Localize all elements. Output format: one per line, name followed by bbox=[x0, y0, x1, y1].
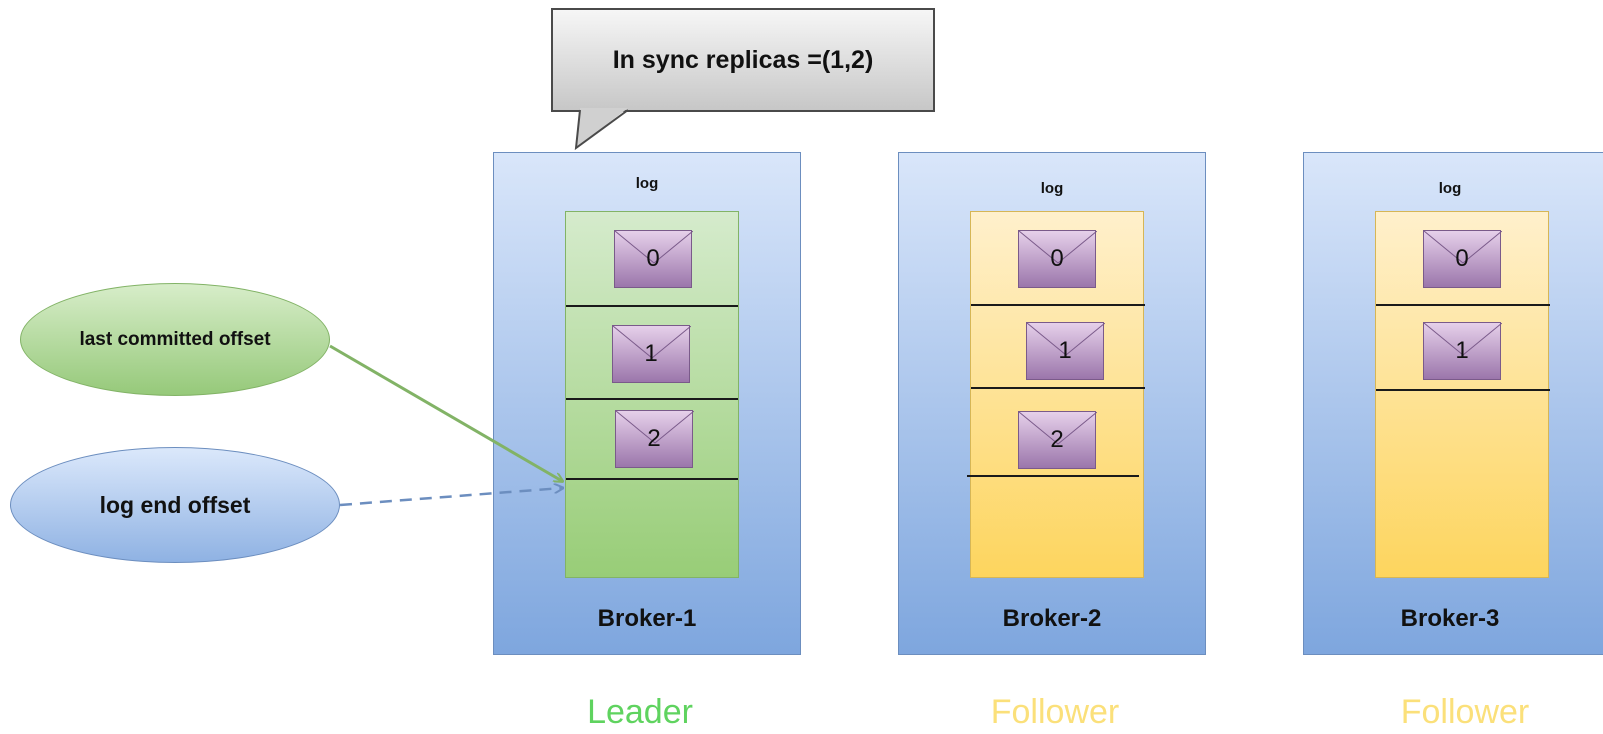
follower-log: 0 1 bbox=[1375, 211, 1550, 578]
log-separator bbox=[1376, 304, 1550, 306]
leader-log: 0 1 2 bbox=[565, 211, 739, 578]
message-offset: 0 bbox=[1050, 245, 1064, 272]
message-offset: 1 bbox=[1455, 337, 1469, 364]
log-separator bbox=[967, 475, 1139, 477]
message-offset: 0 bbox=[646, 245, 660, 272]
broker-name: Broker-3 bbox=[1400, 605, 1500, 632]
log-separator bbox=[971, 304, 1145, 306]
envelope-icon: 1 bbox=[1423, 322, 1502, 380]
broker-2-box: log 0 1 2 Broker-2 bbox=[898, 152, 1206, 655]
log-label: log bbox=[1438, 180, 1462, 197]
message-offset: 2 bbox=[1050, 426, 1064, 453]
envelope-icon: 2 bbox=[615, 410, 694, 468]
last-committed-arrow bbox=[329, 344, 562, 481]
log-end-arrow bbox=[339, 488, 562, 507]
log-end-offset-ellipse: log end offset bbox=[10, 447, 340, 563]
broker-name: Broker-2 bbox=[1002, 605, 1102, 632]
message-offset: 1 bbox=[1058, 337, 1072, 364]
log-separator bbox=[566, 478, 738, 480]
broker-3-box: log 0 1 Broker-3 bbox=[1303, 152, 1603, 655]
log-end-offset-label: log end offset bbox=[99, 491, 251, 518]
follower-log: 0 1 2 bbox=[967, 211, 1145, 578]
message-offset: 0 bbox=[1455, 245, 1469, 272]
role-label-follower: Follower bbox=[990, 693, 1120, 731]
broker-name: Broker-1 bbox=[597, 605, 697, 632]
log-separator bbox=[971, 387, 1145, 389]
last-committed-offset-label: last committed offset bbox=[79, 328, 271, 350]
envelope-icon: 1 bbox=[612, 325, 691, 383]
log-label: log bbox=[1040, 180, 1064, 197]
role-label-leader: Leader bbox=[587, 693, 693, 731]
envelope-icon: 0 bbox=[1423, 230, 1502, 288]
isr-callout: In sync replicas =(1,2) bbox=[551, 8, 935, 112]
broker-1-box: log 0 1 2 Broker-1 bbox=[493, 152, 801, 655]
log-separator bbox=[566, 398, 738, 400]
last-committed-offset-ellipse: last committed offset bbox=[20, 283, 330, 396]
log-separator bbox=[566, 305, 738, 307]
envelope-icon: 0 bbox=[614, 230, 693, 288]
message-offset: 1 bbox=[644, 340, 658, 367]
envelope-icon: 2 bbox=[1018, 411, 1097, 469]
log-separator bbox=[1376, 389, 1550, 391]
envelope-icon: 0 bbox=[1018, 230, 1097, 288]
isr-callout-text: In sync replicas =(1,2) bbox=[612, 45, 874, 74]
callout-tail bbox=[574, 108, 629, 151]
log-label: log bbox=[635, 175, 659, 192]
message-offset: 2 bbox=[647, 425, 661, 452]
envelope-icon: 1 bbox=[1026, 322, 1105, 380]
role-label-follower: Follower bbox=[1400, 693, 1530, 731]
